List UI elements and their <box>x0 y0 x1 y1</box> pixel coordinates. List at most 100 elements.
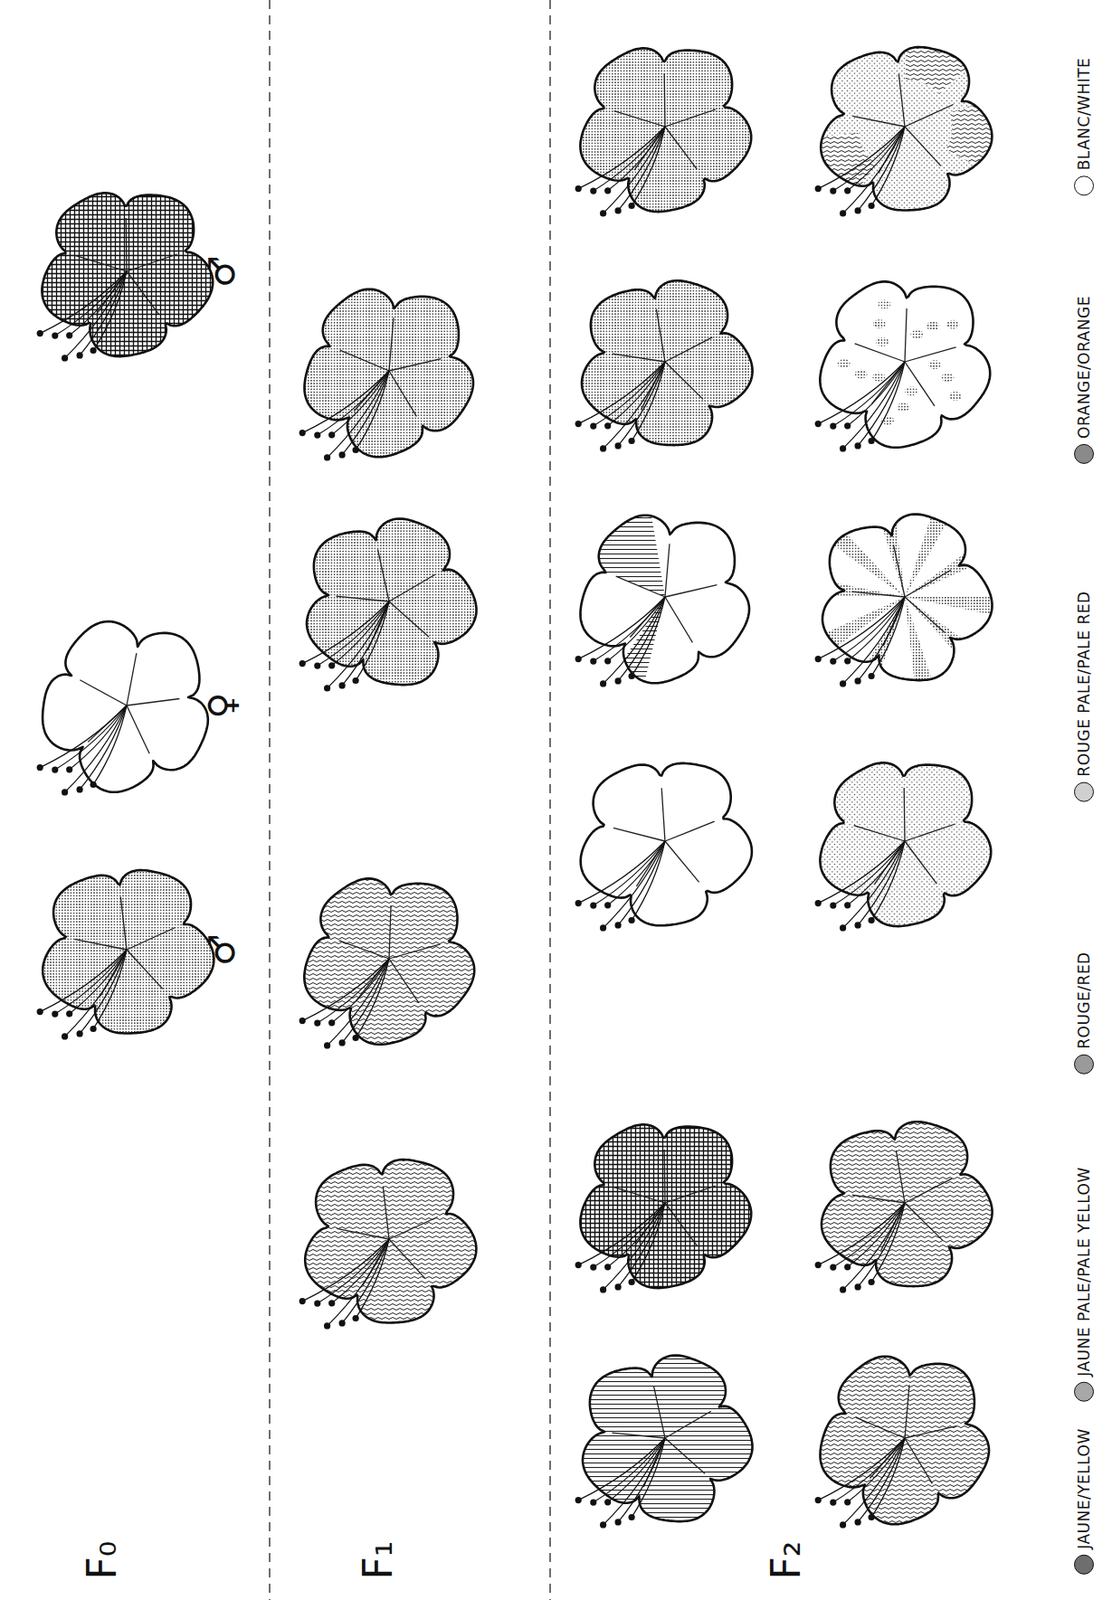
anther <box>90 781 97 789</box>
anther <box>604 1264 611 1271</box>
flower <box>299 878 476 1049</box>
legend-entry: JAUNE/YELLOW <box>1073 1428 1094 1576</box>
petal-seam <box>665 1203 697 1246</box>
petal-seam <box>126 653 137 706</box>
petal-fill <box>42 870 214 1034</box>
anther <box>66 1010 73 1017</box>
petal-seam <box>655 309 666 362</box>
stamen <box>817 361 905 425</box>
petal-fill <box>306 519 477 686</box>
stamen <box>578 1438 666 1502</box>
anther <box>829 1500 837 1507</box>
flower <box>794 15 1017 218</box>
petal-seam <box>851 591 905 598</box>
petal-seam <box>120 897 127 951</box>
petal-seam <box>126 254 178 272</box>
anther <box>328 662 335 669</box>
petal-seam <box>389 905 391 960</box>
anther <box>615 442 622 449</box>
anther <box>628 1279 636 1286</box>
stamen <box>833 361 905 427</box>
petal-outline <box>304 289 475 458</box>
petal-seam <box>382 1187 390 1241</box>
anther <box>868 202 875 210</box>
petal-fill <box>581 280 753 446</box>
petal-sector <box>603 597 666 706</box>
generation-divider <box>269 0 551 1600</box>
sex-symbol: ♀ <box>203 692 240 719</box>
anther <box>868 917 875 924</box>
petal-fill <box>821 1121 993 1287</box>
legend-swatch <box>1073 444 1094 465</box>
legend-text: ORANGE/ORANGE <box>1074 295 1093 439</box>
anther <box>352 1315 360 1322</box>
anther <box>839 924 846 932</box>
petal-seam <box>389 601 429 637</box>
petal-seam <box>852 115 905 127</box>
stamen <box>39 705 127 769</box>
anther <box>844 422 851 429</box>
anther <box>589 902 597 910</box>
petal-seam <box>855 343 905 362</box>
stamen <box>833 841 905 906</box>
anther <box>589 1264 597 1272</box>
anther <box>604 657 611 665</box>
anther <box>313 663 321 670</box>
anther <box>90 1026 97 1033</box>
anther <box>868 1279 875 1286</box>
petal-seam <box>665 841 700 883</box>
petal-seam <box>904 1385 910 1439</box>
petal-outline <box>579 1124 751 1289</box>
petal-outline <box>822 514 993 682</box>
stamen <box>817 841 905 904</box>
anther <box>51 1011 58 1018</box>
anther <box>844 1264 851 1271</box>
petal-seam <box>895 1150 905 1204</box>
sex-symbol: ♂ <box>203 255 240 288</box>
anther <box>589 188 597 195</box>
petal-fill <box>304 878 475 1045</box>
petal-seam <box>904 841 937 884</box>
petal-spot <box>872 372 885 382</box>
anther <box>323 454 331 461</box>
petal-variegation <box>794 15 1017 217</box>
generation-label: F₀ <box>82 1541 123 1581</box>
petal-outline <box>820 47 992 210</box>
petal-seam <box>665 126 697 170</box>
petal-seam <box>389 1239 426 1279</box>
petal-seam <box>126 705 150 754</box>
petal-outline <box>42 870 214 1034</box>
petal-seam <box>665 1411 712 1439</box>
petal-seam <box>389 1217 438 1241</box>
anther <box>855 921 862 929</box>
petal-seam <box>389 944 441 960</box>
petal-spot <box>949 391 962 401</box>
legend-text: ROUGE/RED <box>1074 951 1093 1049</box>
anther <box>628 1514 636 1521</box>
petal-fill <box>580 763 752 926</box>
petal-seam <box>665 585 717 598</box>
petal-stripe <box>793 575 906 599</box>
petal-seam <box>661 788 666 842</box>
anther <box>855 1519 862 1526</box>
anther <box>604 422 611 429</box>
petal-seam <box>903 788 906 842</box>
stamen <box>55 705 127 770</box>
petal-seam <box>76 256 127 272</box>
petal-fill <box>579 47 751 212</box>
anther <box>575 1497 582 1504</box>
petal-stripe <box>870 485 905 598</box>
flower <box>575 47 752 217</box>
anther <box>575 900 582 907</box>
petal-fill <box>819 281 990 447</box>
anther <box>829 423 837 430</box>
anther <box>299 1017 306 1025</box>
petal-outline <box>819 762 991 927</box>
petal-seam <box>904 1426 957 1439</box>
anther <box>628 202 636 210</box>
petal-sector <box>561 486 666 598</box>
anther <box>615 1519 622 1526</box>
anther <box>61 1033 68 1040</box>
petal-seam <box>664 73 666 127</box>
stamen <box>833 1438 905 1503</box>
